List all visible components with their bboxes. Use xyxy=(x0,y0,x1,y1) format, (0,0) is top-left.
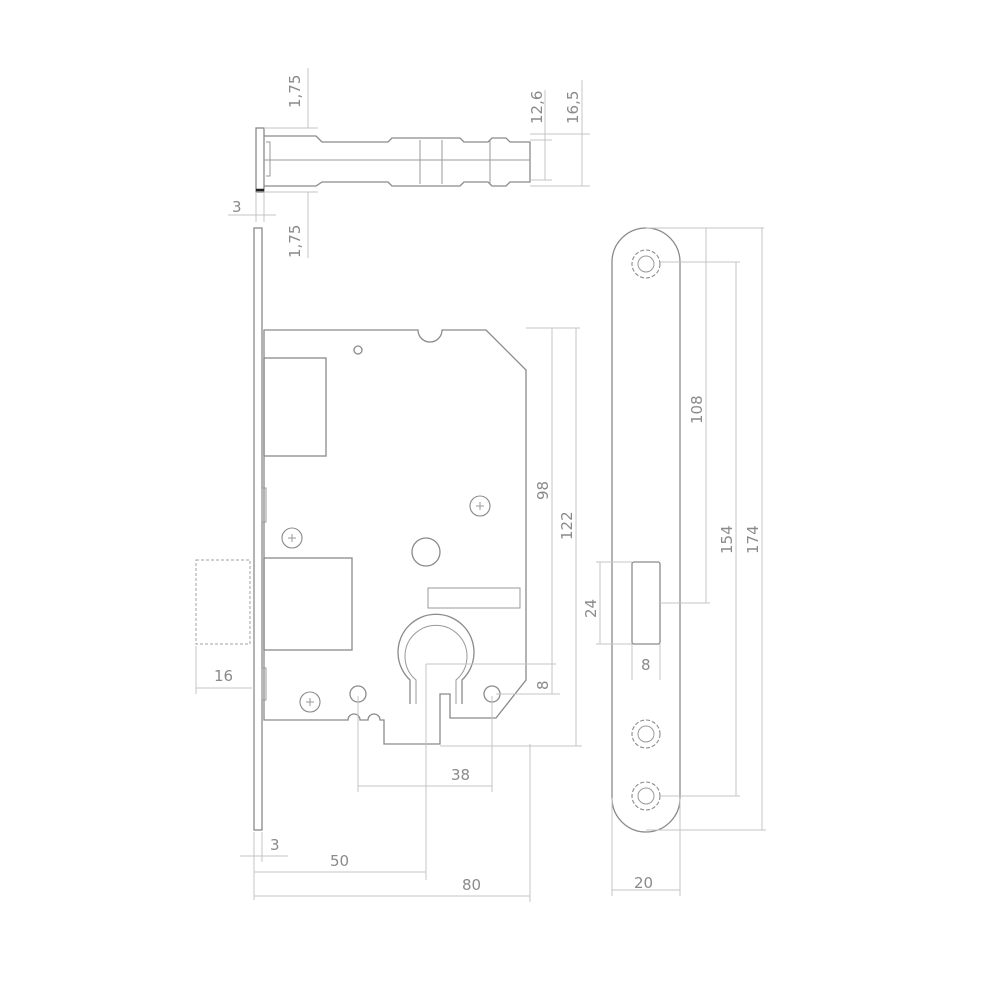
label-3-front: 3 xyxy=(270,836,280,854)
torx-screw-icon xyxy=(631,249,661,279)
top-case-outline xyxy=(264,135,531,187)
label-24: 24 xyxy=(582,599,600,618)
torx-screw-icon xyxy=(631,781,661,811)
screw-icon xyxy=(299,691,321,713)
cylinder-outer xyxy=(397,613,475,704)
label-38: 38 xyxy=(451,766,470,784)
slot xyxy=(427,587,521,609)
label-154: 154 xyxy=(718,525,736,554)
edge-tab xyxy=(261,487,267,523)
label-20: 20 xyxy=(634,874,653,892)
dimension-labels: 1,75 1,75 3 12,6 16,5 16 3 50 80 38 98 1… xyxy=(214,75,762,894)
lock-case xyxy=(263,329,527,745)
label-8: 8 xyxy=(534,680,552,690)
label-98: 98 xyxy=(534,481,552,500)
label-108: 108 xyxy=(688,395,706,424)
label-3-top: 3 xyxy=(232,198,242,216)
latch-opening xyxy=(631,561,661,645)
front-faceplate xyxy=(253,227,263,831)
deadbolt-projection xyxy=(195,559,251,645)
label-50: 50 xyxy=(330,852,349,870)
label-80: 80 xyxy=(462,876,481,894)
strike-plate-view xyxy=(596,227,766,896)
latch-block-upper xyxy=(263,357,327,457)
screw-icon xyxy=(281,527,303,549)
edge-tab xyxy=(261,667,267,701)
label-174: 174 xyxy=(744,525,762,554)
label-16: 16 xyxy=(214,667,233,685)
label-1-75-bottom: 1,75 xyxy=(286,225,304,258)
label-122: 122 xyxy=(558,511,576,540)
rivet xyxy=(353,345,363,355)
spindle-hole xyxy=(411,537,441,567)
cylinder-inner xyxy=(404,624,468,704)
top-latch-detail xyxy=(266,141,271,177)
label-8-strike: 8 xyxy=(641,656,651,674)
label-1-75-top: 1,75 xyxy=(286,75,304,108)
top-view xyxy=(228,68,590,258)
front-view xyxy=(195,227,582,902)
label-16-5: 16,5 xyxy=(564,91,582,124)
torx-screw-icon xyxy=(631,719,661,749)
top-faceplate xyxy=(255,127,265,193)
label-12-6: 12,6 xyxy=(528,91,546,124)
deadbolt-block xyxy=(263,557,353,651)
screw-icon xyxy=(469,495,491,517)
